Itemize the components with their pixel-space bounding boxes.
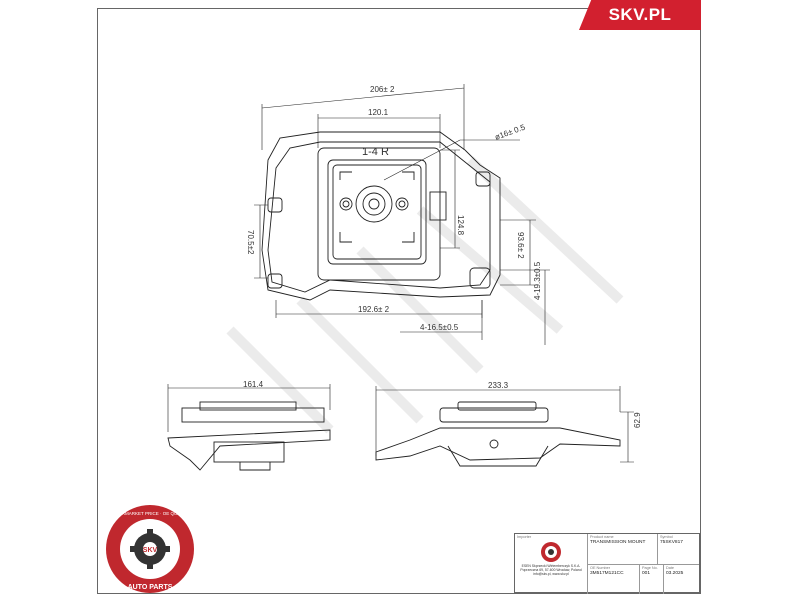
dim-right-height: 62.9 [633,412,642,428]
dim-left-height: 70.5±2 [246,230,255,255]
page-label: Page No. [642,566,658,570]
product-name-cell: Product name TRANSMISSION MOUNT [587,534,657,564]
part-marking: 1-4 R [362,146,389,158]
badge-ring-text: AFTERMARKET PRICE · OE QUALITY [110,511,189,516]
brand-name: SKV.PL [608,5,672,24]
date-label: Date [666,566,675,570]
product-name: TRANSMISSION MOUNT [590,540,646,545]
badge-center-text: SKV [143,547,158,554]
title-block: Importer ESEN Skprzecki Wirtemberczyk S.… [514,533,700,594]
importer-cell: Importer ESEN Skprzecki Wirtemberczyk S.… [515,534,587,594]
top-view [254,84,550,345]
dim-bottom-width: 192.6± 2 [358,305,390,314]
symbol-cell: Symbol 75SKV817 [657,534,699,564]
symbol-value: 75SKV817 [660,540,683,545]
dim-height-124: 124.8 [456,215,465,236]
dim-right-width: 233.3 [488,381,509,390]
page-number: 001 [642,571,651,576]
product-name-label: Product name [590,535,614,539]
dim-hole-diameter: ø16± 0.5 [494,122,527,141]
dim-left-width: 161.4 [243,380,264,389]
company-contact: info@skv.pl, www.skv.pl [533,572,569,577]
brand-logo[interactable]: SKV.PL [579,0,701,30]
dim-overall-width: 206± 2 [370,85,395,94]
dim-slot: 4-16.5±0.5 [420,323,459,332]
oe-number: 3M517M121CC [590,571,624,576]
badge-bottom-text: AUTO PARTS [128,584,173,591]
right-side-view [375,386,634,467]
dim-slot-vertical: 4-19.3±0.5 [533,261,542,300]
left-side-view [167,384,331,471]
drawing-frame [97,8,701,594]
dim-inner-width: 120.1 [368,108,389,117]
date-value: 03.2025 [666,571,684,576]
oe-number-cell: OE Number 3M517M121CC [587,564,639,594]
company-address: Poprzeczna 69, 57-600 Wrocław, Poland [520,568,582,573]
watermark [226,156,624,434]
oe-number-label: OE Number [590,566,611,570]
company-name: ESEN Skprzecki Wirtemberczyk S.K.A. [521,564,581,568]
skv-logo-icon [541,542,561,562]
importer-label: Importer [517,535,532,539]
gear-icon [130,529,170,569]
date-cell: Date 03.2025 [663,564,699,594]
dim-right-height: 93.6± 2 [516,232,525,259]
page-cell: Page No. 001 [639,564,663,594]
symbol-label: Symbol [660,535,673,539]
quality-badge: SKV AFTERMARKET PRICE · OE QUALITY AUTO … [104,503,196,595]
